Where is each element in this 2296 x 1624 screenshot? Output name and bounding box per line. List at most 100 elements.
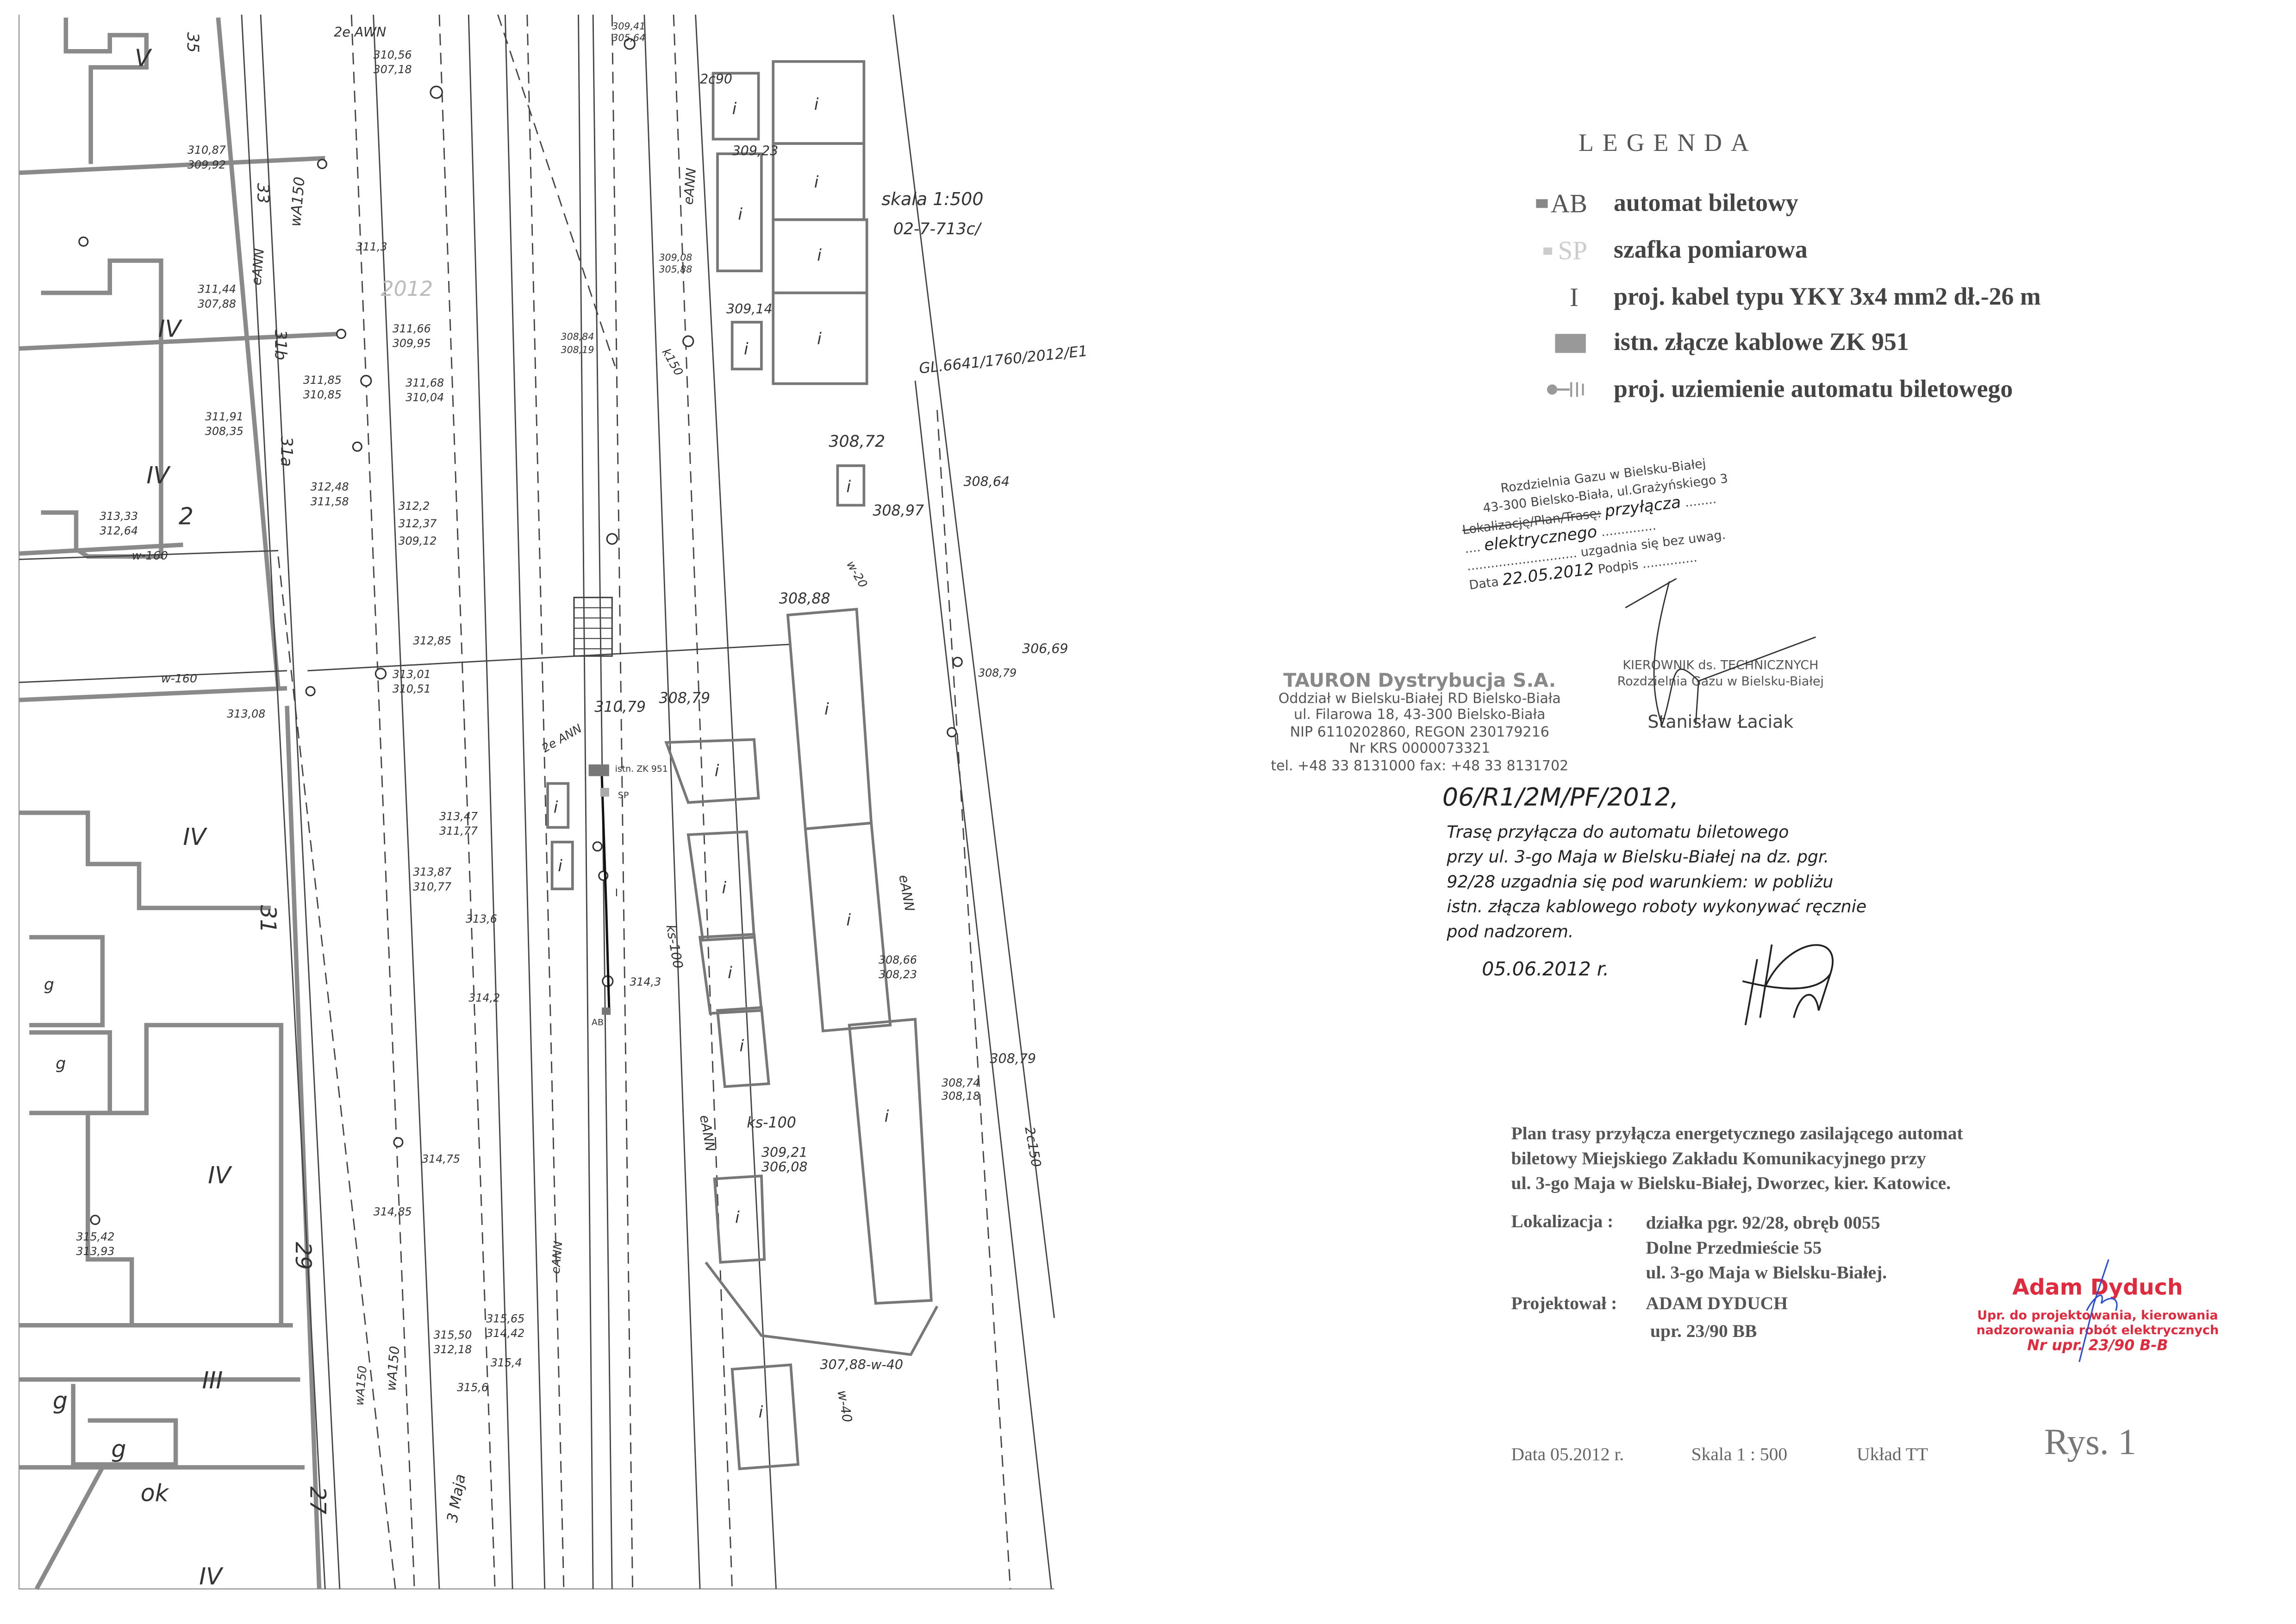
meter-cabinet-marker: [600, 787, 609, 797]
region-label: V: [135, 44, 152, 71]
legend-item-ticket-machine: AB automat biletowy: [1494, 186, 1798, 221]
grounding-symbol-icon: [1547, 382, 1584, 397]
elevation-label: 305,64: [612, 32, 645, 44]
note-date: 05.06.2012 r.: [1482, 959, 1610, 981]
legend-item-meter-cabinet: SP szafka pomiarowa: [1494, 233, 1808, 268]
drawing-date: Data 05.2012 r.: [1511, 1444, 1624, 1465]
tauron-line: ul. Filarowa 18, 43-300 Bielsko-Biała: [1294, 707, 1546, 724]
building-mark: i: [759, 1403, 763, 1422]
elevation-label: 308,74: [942, 1076, 980, 1089]
manager-signature: [1625, 578, 1816, 727]
elevation-label: 310,77: [413, 880, 451, 893]
designer-signature: [2078, 1259, 2118, 1362]
note-signature: [1742, 944, 1834, 1025]
approval-note: Trasę przyłącza do automatu biletowego p…: [1447, 820, 1866, 944]
elevation-label: 312,64: [100, 525, 138, 537]
handwritten-scale: skala 1:500: [881, 189, 983, 209]
building-mark: i: [728, 964, 732, 982]
street-numbers: 35 33 31b 31a 31 29 27 3 Maja: [183, 32, 469, 1524]
building-mark: i: [846, 478, 851, 496]
region-label: IV: [183, 823, 207, 850]
utility-label: eANN: [896, 874, 917, 912]
elevation-label: 309,08: [659, 252, 692, 263]
ticket-machine-square-icon: [1536, 199, 1548, 208]
stamp-line: Upr. do projektowania, kierowania: [1977, 1309, 2218, 1324]
elevation-label: 310,79: [594, 699, 646, 715]
elevation-label: 315,6: [457, 1381, 488, 1394]
elevation-label: 314,2: [468, 992, 500, 1005]
stairs: [574, 607, 612, 650]
region-label: IV: [208, 1162, 232, 1189]
street-number: 35: [183, 32, 202, 53]
elevation-label: 308,23: [879, 968, 917, 981]
building-mark: i: [722, 879, 727, 898]
site-plan-map: istn. ZK 951 SP I AB V IV IV 2 IV IV III…: [18, 14, 1088, 1590]
elevation-label: 305,88: [659, 263, 692, 275]
tauron-stamp: TAURON Dystrybucja S.A. Oddział w Bielsk…: [1262, 673, 1577, 775]
stamp-date-label: Data: [1468, 575, 1500, 594]
elevation-label: 315,4: [491, 1356, 522, 1369]
building-mark: i: [558, 857, 562, 875]
location-line: działka pgr. 92/28, obręb 0055: [1646, 1212, 1880, 1233]
manager-org: Rozdzielnia Gazu w Bielsku-Białej: [1617, 675, 1824, 690]
elevation-label: 311,68: [406, 376, 444, 389]
building-mark: i: [715, 762, 719, 781]
note-line: przy ul. 3-go Maja w Bielsku-Białej na d…: [1447, 846, 1829, 867]
utility-label: w-160: [161, 672, 197, 685]
elevation-label: 308,97: [873, 502, 924, 519]
legend-label: proj. kabel typu YKY 3x4 mm2 dł.-26 m: [1613, 282, 2041, 311]
elevation-label: 311,85: [303, 374, 342, 387]
tauron-line: Oddział w Bielsku-Białej RD Bielsko-Biał…: [1278, 690, 1561, 707]
elevation-label: 308,79: [659, 690, 710, 706]
tauron-line: tel. +48 33 8131000 fax: +48 33 8131702: [1271, 758, 1569, 774]
manager-name: Stanisław Łaciak: [1647, 712, 1794, 732]
map-frame: [18, 14, 1054, 1590]
elevation-label: 307,88: [198, 297, 236, 310]
utility-label: 2e ANN: [539, 722, 584, 756]
utility-label: eANN: [680, 167, 699, 205]
utility-label: eANN: [549, 1241, 565, 1274]
faded-stamp-year: 2012: [381, 277, 433, 301]
handwritten-code: GL.6641/1760/2012/E1: [918, 343, 1088, 377]
elevation-label: 315,42: [76, 1230, 114, 1243]
legend-symbol: SP: [1558, 235, 1588, 264]
legend-label: automat biletowy: [1613, 189, 1798, 217]
elevation-label: 306,69: [1022, 641, 1068, 656]
elevation-label: 312,37: [398, 517, 437, 530]
legend-label: istn. złącze kablowe ZK 951: [1613, 328, 1909, 356]
building-mark: i: [814, 95, 819, 114]
building-mark: i: [554, 799, 558, 817]
utility-label: k150: [660, 346, 686, 378]
elevation-label: 308,84: [561, 331, 594, 342]
region-label: g: [44, 975, 54, 994]
legend-item-grounding: proj. uziemienie automatu biletowego: [1494, 372, 2013, 407]
cable-label: I: [615, 887, 618, 899]
building-marks: i i i i i i i i i i i i i i i i i i i: [554, 95, 889, 1422]
elevation-label: 312,18: [433, 1343, 472, 1356]
description-line: biletowy Miejskiego Zakładu Komunikacyjn…: [1511, 1148, 1926, 1169]
manager-title: KIEROWNIK ds. TECHNICZNYCH: [1622, 659, 1819, 674]
elevation-label: 309,92: [187, 158, 226, 171]
building-mark: i: [738, 205, 742, 224]
legend-item-cable: I proj. kabel typu YKY 3x4 mm2 dł.-26 m: [1494, 280, 2041, 315]
location-line: ul. 3-go Maja w Bielsku-Białej.: [1646, 1262, 1887, 1283]
stamp-sign-label: Podpis: [1597, 558, 1640, 578]
legend-symbol: AB: [1550, 188, 1588, 218]
elevation-label: 312,2: [398, 500, 430, 512]
elevation-label: 312,48: [311, 481, 349, 493]
elevation-label: 308,79: [990, 1051, 1036, 1067]
street-number: 31a: [277, 437, 295, 467]
location-label: Lokalizacja :: [1511, 1211, 1614, 1232]
utility-label: w-20: [844, 558, 870, 590]
street-number: 27: [305, 1487, 331, 1514]
elevation-label: 308,19: [561, 344, 594, 355]
street-name-label: 3 Maja: [444, 1473, 469, 1524]
designer-name: ADAM DYDUCH: [1646, 1293, 1788, 1314]
elevation-labels: 310,56 307,18 310,87 309,92 311,44 307,8…: [76, 20, 1068, 1394]
region-label: g: [53, 1387, 68, 1414]
plan-description: Plan trasy przyłącza energetycznego zasi…: [1511, 1122, 1963, 1196]
elevation-label: 315,65: [486, 1312, 524, 1325]
tauron-line: Nr KRS 0000073321: [1349, 741, 1491, 757]
elevation-label: 311,91: [205, 410, 243, 423]
utility-label: 2c150: [1022, 1125, 1044, 1168]
